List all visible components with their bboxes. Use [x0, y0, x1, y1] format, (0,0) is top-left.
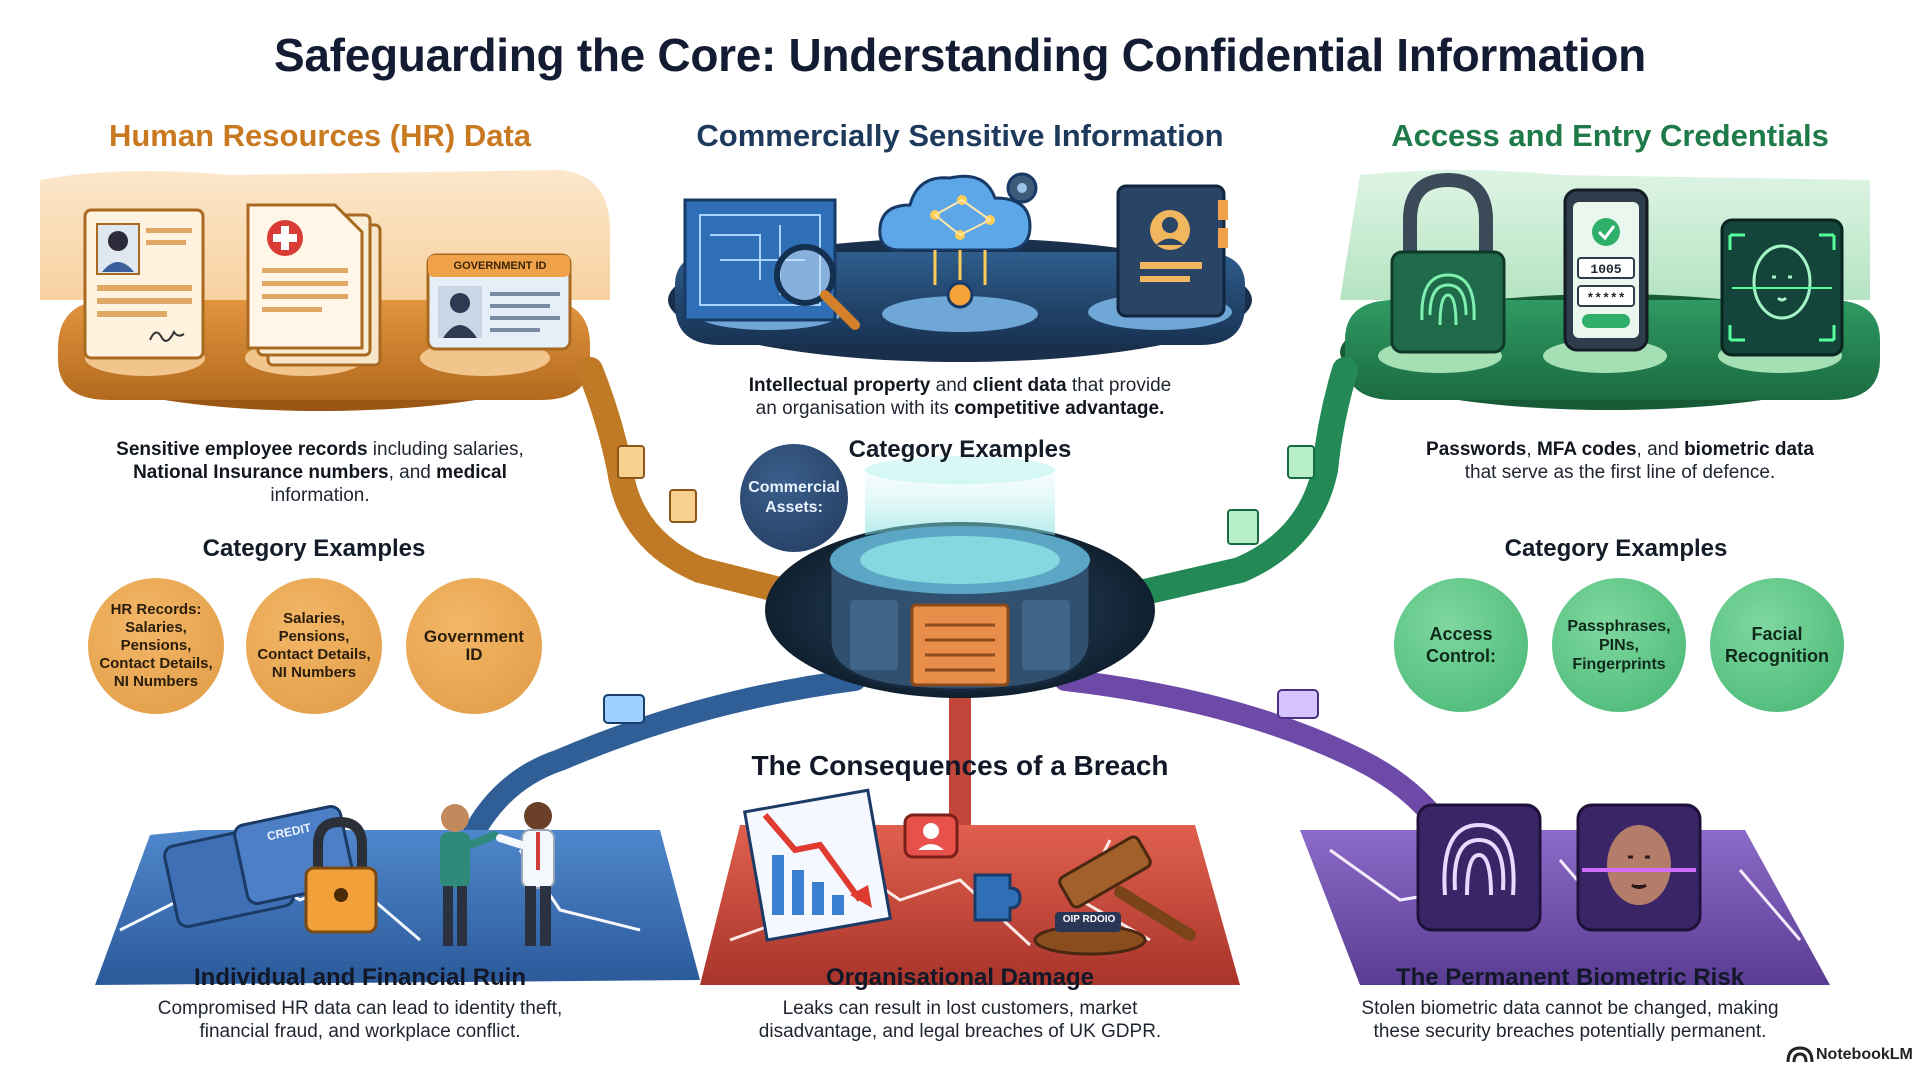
breach-floor-purple: [1300, 830, 1830, 985]
consequence-1-desc-line-1: Compromised HR data can lead to identity…: [157, 998, 563, 1019]
hr-desc-bold-3: medical: [436, 462, 507, 483]
commercial-description: Intellectual property and client data th…: [690, 374, 1230, 420]
cred-desc-bold-2: MFA codes: [1536, 439, 1637, 460]
credentials-description: Passwords, MFA codes, and biometric data…: [1370, 438, 1870, 484]
commercial-desc-text-1: and: [930, 375, 973, 396]
commercial-section-title: Commercially Sensitive Information: [696, 118, 1224, 153]
commercial-category-heading: Category Examples: [848, 436, 1072, 463]
hr-desc-text-2: , and: [388, 462, 437, 483]
commercial-desc-bold-1: Intellectual property: [748, 375, 931, 396]
consequence-2-title: Organisational Damage: [825, 964, 1095, 991]
hr-description: Sensitive employee records including sal…: [70, 438, 570, 507]
credentials-example-3: Facial Recognition: [1710, 578, 1844, 712]
mfa-phone-icon: [1563, 188, 1649, 352]
consequence-1-desc: Compromised HR data can lead to identity…: [110, 997, 610, 1043]
hr-desc-text-1: including salaries,: [367, 439, 524, 460]
gavel-label: OIP RDOIO: [1062, 914, 1116, 925]
cred-desc-bold-1: Passwords: [1426, 439, 1527, 460]
broken-puzzle-icon: [973, 873, 1022, 922]
page-title: Safeguarding the Core: Understanding Con…: [274, 29, 1646, 81]
hr-desc-bold-2: National Insurance numbers: [133, 462, 389, 483]
employee-record-icon: [83, 208, 205, 360]
purple-face-scan-icon: [1576, 803, 1702, 932]
government-id-icon: [426, 253, 572, 351]
consequence-1-desc-line-2: financial fraud, and workplace conflict.: [199, 1021, 521, 1042]
commercial-desc-text-3: an organisation with its: [755, 398, 955, 419]
gavel-icon: [1033, 835, 1196, 956]
hr-desc-text-3: information.: [270, 485, 370, 506]
mfa-code-label: 1005: [1590, 262, 1622, 277]
consequences-heading: The Consequences of a Breach: [751, 750, 1169, 781]
fingerprint-lock-icon: [1390, 172, 1506, 354]
consequence-1-title: Individual and Financial Ruin: [193, 964, 527, 991]
consequence-2-desc-line-1: Leaks can result in lost customers, mark…: [782, 998, 1138, 1019]
credentials-category-heading: Category Examples: [1504, 535, 1728, 562]
consequence-2-desc-line-2: disadvantage, and legal breaches of UK G…: [758, 1021, 1162, 1042]
consequence-3-desc-line-2: these security breaches potentially perm…: [1373, 1021, 1767, 1042]
commercial-desc-text-2: that provide: [1066, 375, 1172, 396]
client-alert-icon: [903, 813, 959, 859]
credentials-example-2: Passphrases, PINs, Fingerprints: [1552, 578, 1686, 712]
arguing-people-icon: [440, 802, 555, 946]
cred-desc-text-1: ,: [1526, 439, 1537, 460]
government-id-label: GOVERNMENT ID: [453, 260, 547, 272]
central-core: [765, 456, 1155, 698]
hr-example-1: HR Records: Salaries, Pensions, Contact …: [88, 578, 224, 714]
medical-document-icon: [246, 203, 382, 367]
hr-section-title: Human Resources (HR) Data: [108, 118, 532, 153]
credentials-example-1: Access Control:: [1394, 578, 1528, 712]
mfa-pin-label: *****: [1586, 291, 1626, 306]
hr-desc-bold-1: Sensitive employee records: [116, 439, 368, 460]
consequence-3-desc-line-1: Stolen biometric data cannot be changed,…: [1361, 998, 1779, 1019]
cloud-network-icon: [878, 172, 1038, 309]
declining-chart-icon: [742, 788, 893, 942]
hr-example-3: Government ID: [406, 578, 542, 714]
credentials-section-title: Access and Entry Credentials: [1391, 118, 1829, 153]
consequence-2-desc: Leaks can result in lost customers, mark…: [700, 997, 1220, 1043]
purple-fingerprint-icon: [1416, 803, 1542, 932]
cred-desc-text-2: , and: [1636, 439, 1685, 460]
notebooklm-logo-icon: [1786, 1046, 1814, 1063]
hr-example-2: Salaries, Pensions, Contact Details, NI …: [246, 578, 382, 714]
commercial-example-bubble: Commercial Assets:: [740, 444, 848, 552]
commercial-desc-bold-2: client data: [972, 375, 1067, 396]
breach-floor-blue: [95, 805, 700, 985]
consequence-3-title: The Permanent Biometric Risk: [1395, 964, 1745, 991]
face-scan-icon: [1720, 218, 1844, 357]
cred-desc-text-3: that serve as the first line of defence.: [1464, 462, 1776, 483]
client-folder-icon: [1116, 184, 1228, 318]
blueprint-magnifier-icon: [683, 198, 860, 330]
brand-label: NotebookLM: [1816, 1046, 1913, 1063]
pipe-document-icons: [603, 445, 1319, 724]
commercial-desc-bold-3: competitive advantage.: [954, 398, 1165, 419]
consequence-3-desc: Stolen biometric data cannot be changed,…: [1310, 997, 1830, 1043]
cred-desc-bold-3: biometric data: [1684, 439, 1814, 460]
hr-category-heading: Category Examples: [202, 535, 426, 562]
